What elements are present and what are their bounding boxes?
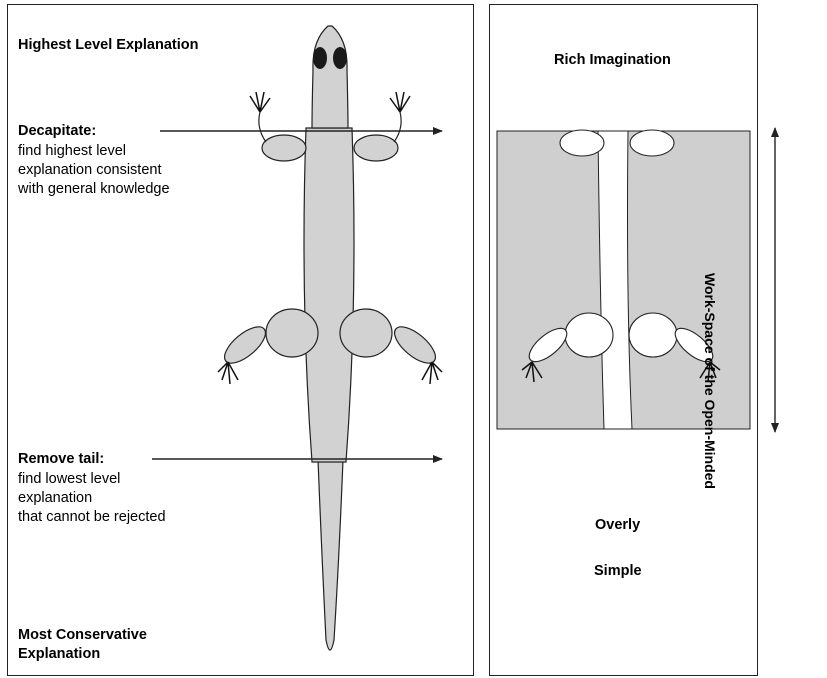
decapitate-body: find highest level explanation consisten… [18,142,170,199]
workspace-body-gap [598,131,632,429]
lizard-left-eye [313,47,327,69]
lizard-body [304,128,354,462]
lizard-right-eye [333,47,347,69]
lizard-hind-right-thigh [340,309,392,357]
lizard-head [312,26,348,128]
lizard-hind-right-shin [389,321,441,370]
lizard-tail [318,460,343,650]
remove-tail-title: Remove tail: [18,450,104,469]
lizard-figure [219,26,441,650]
rich-imagination-label: Rich Imagination [554,51,671,70]
remove-tail-body: find lowest level explanation that canno… [18,470,166,527]
lizard-front-right-shoulder [354,135,398,161]
lizard-hind-left-thigh [266,309,318,357]
workspace-side-label: Work-Space of the Open-Minded [700,266,720,496]
lizard-hind-left-shin [219,321,271,370]
simple-label: Simple [594,562,642,581]
bottom-label-conservative: Most Conservative Explanation [18,626,147,664]
top-label-highest: Highest Level Explanation [18,36,199,55]
lizard-front-left-shoulder [262,135,306,161]
overly-label: Overly [595,516,640,535]
decapitate-title: Decapitate: [18,122,96,141]
